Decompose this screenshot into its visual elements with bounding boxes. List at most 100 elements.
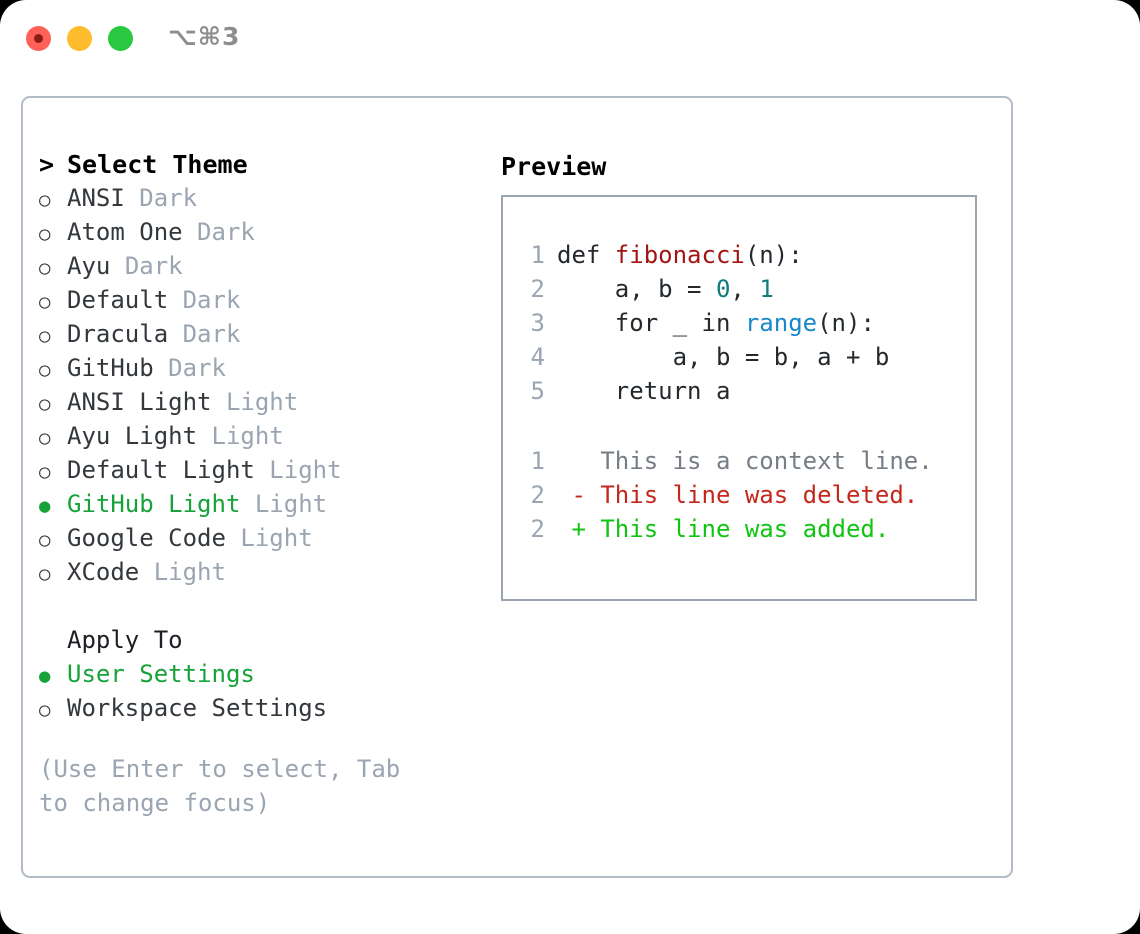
code-token-plain: for _ in xyxy=(557,309,745,337)
maximize-button-icon[interactable] xyxy=(108,26,133,51)
line-number: 1 xyxy=(530,241,545,269)
theme-option-variant: Light xyxy=(240,524,313,552)
code-token-plain: (n): xyxy=(817,309,875,337)
theme-option-label: GitHub Light xyxy=(67,490,241,518)
radio-unselected-icon: ○ xyxy=(39,461,51,483)
theme-option-variant: Dark xyxy=(139,184,198,212)
code-token-call: range xyxy=(744,309,818,337)
theme-option-variant: Light xyxy=(254,490,328,518)
diff-line-context: 1 This is a context line. xyxy=(519,447,975,481)
radio-unselected-icon: ○ xyxy=(39,427,51,449)
title-bar: ⌥⌘3 xyxy=(0,0,1140,76)
line-number: 3 xyxy=(530,309,545,337)
window-controls xyxy=(26,26,133,51)
theme-option-variant: Light xyxy=(269,456,342,484)
main-panel: >Select Theme ○ANSI Dark○Atom One Dark○A… xyxy=(21,96,1013,878)
code-line-text: for _ in range(n): xyxy=(557,309,875,337)
diff-line-text: This is a context line. xyxy=(557,447,933,475)
theme-option-ansi-light[interactable]: ○ANSI Light Light xyxy=(39,388,479,422)
page-title: Select Theme xyxy=(67,150,248,179)
code-token-plain: def xyxy=(557,241,615,269)
theme-option-variant: Light xyxy=(225,388,299,416)
theme-option-google-code[interactable]: ○Google Code Light xyxy=(39,524,479,558)
radio-unselected-icon: ○ xyxy=(39,393,51,415)
close-button-icon[interactable] xyxy=(26,26,51,51)
apply-to-header: Apply To xyxy=(39,626,479,660)
theme-option-label: Ayu xyxy=(67,252,111,280)
theme-option-ayu-light[interactable]: ○Ayu Light Light xyxy=(39,422,479,456)
theme-option-github[interactable]: ○ GitHub Dark xyxy=(39,354,479,388)
theme-option-label: Atom One xyxy=(67,218,183,246)
minimize-button-icon[interactable] xyxy=(67,26,92,51)
line-number: 2 xyxy=(530,481,545,509)
radio-unselected-icon: ○ xyxy=(39,291,51,313)
theme-option-ansi[interactable]: ○ ANSI Dark xyxy=(39,184,479,218)
theme-option-dracula[interactable]: ○ Dracula Dark xyxy=(39,320,479,354)
theme-option-variant: Dark xyxy=(168,354,226,382)
theme-option-variant: Light xyxy=(153,558,226,586)
theme-option-label: GitHub xyxy=(67,354,154,382)
apply-to-option-list: ● User Settings ○ Workspace Settings xyxy=(39,660,479,728)
theme-option-variant: Dark xyxy=(182,286,241,314)
preview-title: Preview xyxy=(501,152,607,181)
line-number: 4 xyxy=(530,343,545,371)
diff-line-text: - This line was deleted. xyxy=(557,481,919,509)
code-token-plain: , xyxy=(730,275,760,303)
code-token-fn: fibonacci xyxy=(614,241,745,269)
radio-unselected-icon: ○ xyxy=(39,359,51,381)
code-token-plain: (n): xyxy=(744,241,803,269)
radio-selected-icon: ● xyxy=(39,495,51,517)
apply-to-option-workspace-settings[interactable]: ○ Workspace Settings xyxy=(39,694,479,728)
line-number: 2 xyxy=(530,275,545,303)
preview-gap xyxy=(519,411,975,447)
code-line-text: a, b = b, a + b xyxy=(557,343,890,371)
line-number: 5 xyxy=(530,377,545,405)
code-token-plain: a, b = xyxy=(557,275,716,303)
theme-option-xcode[interactable]: ○XCode Light xyxy=(39,558,479,592)
code-token-plain: return a xyxy=(557,377,731,405)
radio-unselected-icon: ○ xyxy=(39,189,51,211)
theme-option-default-light[interactable]: ○Default Light Light xyxy=(39,456,479,490)
theme-option-variant: Light xyxy=(211,422,284,450)
diff-line-del: 2 - This line was deleted. xyxy=(519,481,975,515)
apply-to-option-user-settings[interactable]: ● User Settings xyxy=(39,660,479,694)
code-line-text: a, b = 0, 1 xyxy=(557,275,774,303)
apply-to-title: Apply To xyxy=(67,626,183,654)
theme-option-label: ANSI xyxy=(67,184,125,212)
code-token-num: 1 xyxy=(759,275,774,303)
line-number: 2 xyxy=(530,515,545,543)
select-theme-header: > Select Theme xyxy=(39,150,479,184)
radio-unselected-icon: ○ xyxy=(39,699,51,721)
diff-line-add: 2 + This line was added. xyxy=(519,515,975,549)
theme-option-ayu[interactable]: ○Ayu Dark xyxy=(39,252,479,286)
theme-option-label: Dracula xyxy=(67,320,169,348)
theme-picker-column: >Select Theme ○ANSI Dark○Atom One Dark○A… xyxy=(39,150,479,820)
theme-option-github-light[interactable]: ● GitHub Light Light xyxy=(39,490,479,524)
code-line: 1 def fibonacci(n): xyxy=(519,241,975,275)
radio-unselected-icon: ○ xyxy=(39,223,51,245)
apply-to-option-label: User Settings xyxy=(67,660,255,688)
radio-selected-icon: ● xyxy=(39,665,51,687)
theme-option-label: XCode xyxy=(67,558,140,586)
theme-option-label: Default xyxy=(67,286,169,314)
diff-line-text: + This line was added. xyxy=(557,515,890,543)
theme-option-variant: Dark xyxy=(182,320,241,348)
apply-to-option-label: Workspace Settings xyxy=(67,694,328,722)
code-token-plain: a, b = b, a + b xyxy=(557,343,890,371)
theme-option-atom-one[interactable]: ○ Atom One Dark xyxy=(39,218,479,252)
code-line-text: return a xyxy=(557,377,731,405)
theme-option-label: Google Code xyxy=(67,524,226,552)
code-token-num: 0 xyxy=(715,275,731,303)
keyboard-hint: (Use Enter to select, Tab to change focu… xyxy=(39,755,415,817)
focus-caret-icon: > xyxy=(39,150,55,179)
code-line: 2 a, b = 0, 1 xyxy=(519,275,975,309)
theme-option-list: ○ANSI Dark○Atom One Dark○Ayu Dark○Defaul… xyxy=(39,184,479,592)
code-line: 3 for _ in range(n): xyxy=(519,309,975,343)
radio-unselected-icon: ○ xyxy=(39,325,51,347)
theme-option-variant: Dark xyxy=(197,218,255,246)
theme-option-default[interactable]: ○ Default Dark xyxy=(39,286,479,320)
